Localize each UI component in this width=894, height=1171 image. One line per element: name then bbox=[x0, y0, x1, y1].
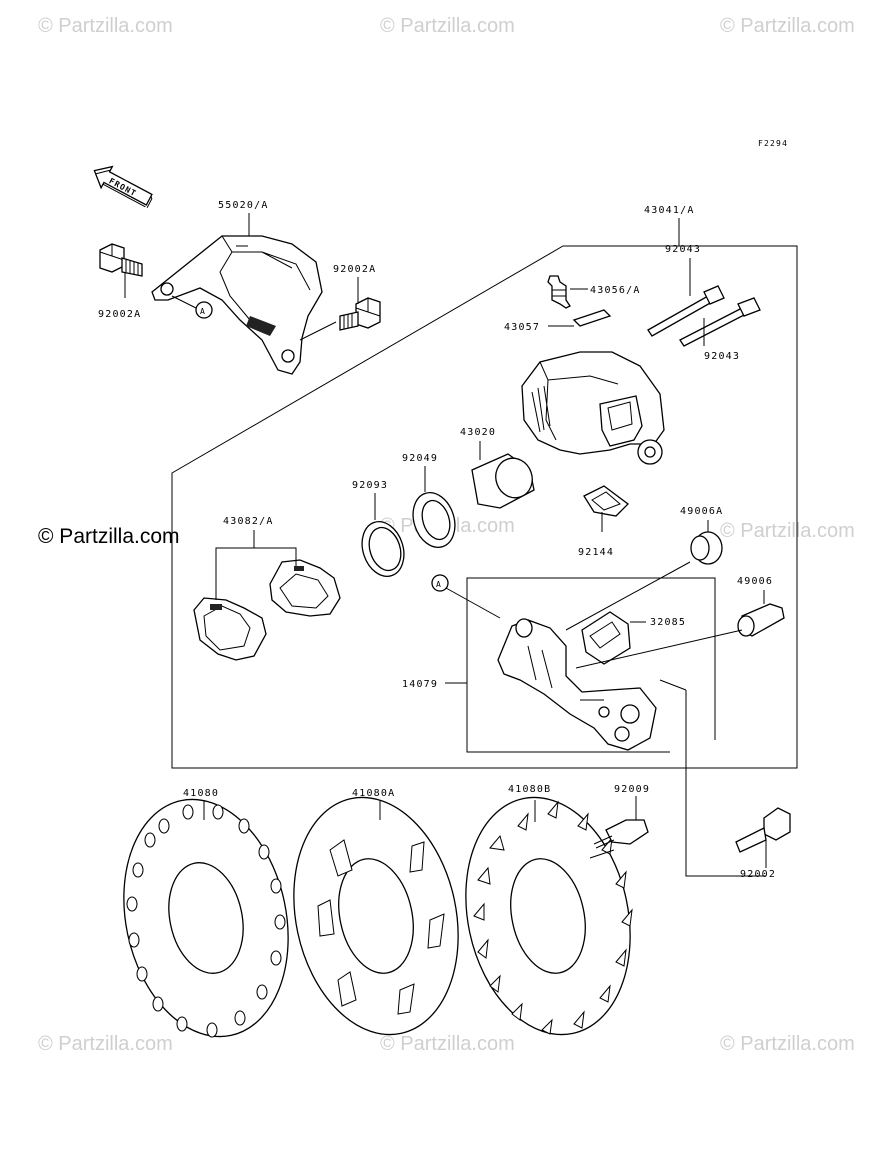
part-label-92049: 92049 bbox=[402, 453, 438, 464]
watermark-top-right: © Partzilla.com bbox=[720, 15, 855, 37]
part-label-43057: 43057 bbox=[504, 322, 540, 333]
brake-disc-41080B bbox=[465, 796, 633, 1036]
bolt-92002A-left bbox=[99, 243, 143, 277]
watermark-bottom-left: © Partzilla.com bbox=[38, 1033, 173, 1055]
watermark-top-left: © Partzilla.com bbox=[38, 15, 173, 37]
part-label-49006: 49006 bbox=[737, 576, 773, 587]
bolt-49006 bbox=[737, 603, 785, 637]
piston-43020 bbox=[471, 453, 535, 509]
part-label-14079: 14079 bbox=[402, 679, 438, 690]
pad-spring-32085 bbox=[581, 611, 631, 665]
watermark-mid-right: © Partzilla.com bbox=[720, 520, 855, 542]
front-arrow-icon: FRONT bbox=[93, 165, 153, 208]
part-label-32085: 32085 bbox=[650, 617, 686, 628]
caliper-bracket-55020A bbox=[151, 235, 323, 375]
caliper-body bbox=[521, 351, 665, 465]
bushing-49006A bbox=[690, 531, 723, 565]
part-label-92043-lower: 92043 bbox=[704, 351, 740, 362]
spring-clip-92144 bbox=[583, 485, 629, 517]
seal-92049 bbox=[412, 492, 456, 548]
brake-disc-41080 bbox=[123, 798, 289, 1038]
caliper-holder-14079 bbox=[497, 618, 657, 751]
part-label-55020A: 55020/A bbox=[218, 200, 269, 211]
part-labels: 55020/A 43041/A 92002A 92002A 43056/A 92… bbox=[98, 200, 776, 880]
part-label-41080A: 41080A bbox=[352, 788, 395, 799]
part-label-49006A: 49006A bbox=[680, 506, 723, 517]
bolt-92002 bbox=[735, 807, 791, 853]
ref-code: F2294 bbox=[758, 139, 788, 148]
part-label-43082A: 43082/A bbox=[223, 516, 274, 527]
part-label-43041A: 43041/A bbox=[644, 205, 695, 216]
part-label-92043-upper: 92043 bbox=[665, 244, 701, 255]
callout-a-top-label: A bbox=[200, 307, 206, 316]
screw-92009 bbox=[593, 819, 649, 849]
part-label-41080B: 41080B bbox=[508, 784, 551, 795]
brake-disc-41080A bbox=[293, 796, 459, 1036]
part-label-92002: 92002 bbox=[740, 869, 776, 880]
bolt-92002A-right bbox=[339, 297, 381, 331]
brake-pad-43082A-left bbox=[193, 597, 267, 661]
watermark-bottom-right: © Partzilla.com bbox=[720, 1033, 855, 1055]
brake-pad-43082A-right bbox=[269, 559, 341, 617]
part-label-92009: 92009 bbox=[614, 784, 650, 795]
callout-a-bottom: A bbox=[431, 574, 449, 592]
part-label-92002A-left: 92002A bbox=[98, 309, 141, 320]
pin-92043-upper bbox=[647, 285, 725, 337]
part-label-43056A: 43056/A bbox=[590, 285, 641, 296]
part-label-43020: 43020 bbox=[460, 427, 496, 438]
part-label-41080: 41080 bbox=[183, 788, 219, 799]
pin-92043-lower bbox=[679, 297, 761, 347]
watermark-bottom-center: © Partzilla.com bbox=[380, 1033, 515, 1055]
callout-a-bottom-label: A bbox=[436, 580, 442, 589]
callout-a-top: A bbox=[195, 301, 213, 319]
assembly-boundary bbox=[171, 245, 798, 769]
leader-lines bbox=[124, 213, 767, 877]
cap-43057 bbox=[572, 309, 612, 327]
bleeder-valve-43056A bbox=[547, 275, 571, 309]
seal-92093 bbox=[361, 521, 405, 577]
watermark-main: © Partzilla.com bbox=[38, 525, 180, 548]
part-label-92144: 92144 bbox=[578, 547, 614, 558]
part-label-92002A-right: 92002A bbox=[333, 264, 376, 275]
watermark-top-center: © Partzilla.com bbox=[380, 15, 515, 37]
part-label-92093: 92093 bbox=[352, 480, 388, 491]
